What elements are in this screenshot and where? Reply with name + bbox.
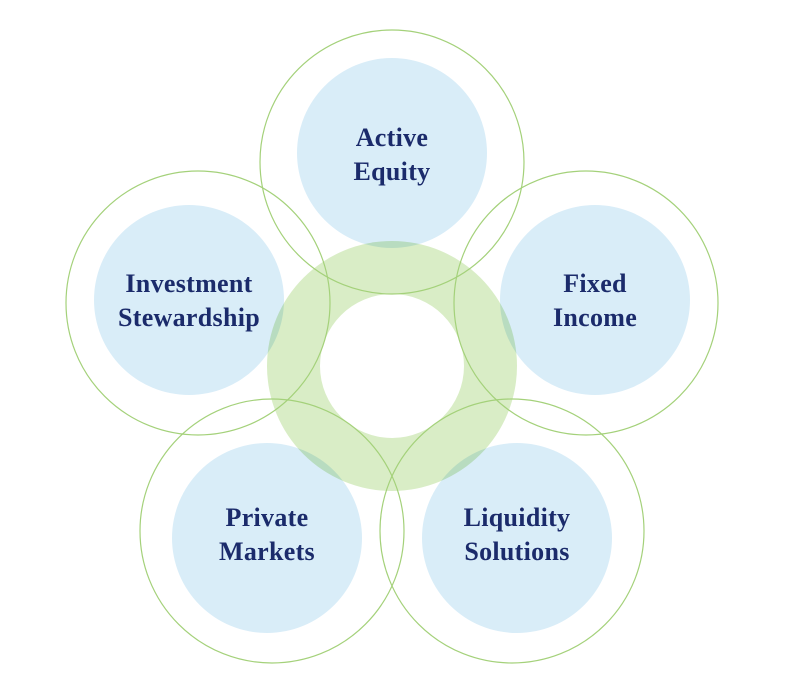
petal-circle-active-equity	[297, 58, 487, 248]
petal-outline-investment-stewardship	[65, 170, 331, 436]
petal-circle-liquidity-solutions	[422, 443, 612, 633]
petal-circle-private-markets	[172, 443, 362, 633]
petal-circle-investment-stewardship	[94, 205, 284, 395]
petal-outline-active-equity	[259, 29, 525, 295]
petal-outline-fixed-income	[453, 170, 719, 436]
petal-circle-fixed-income	[500, 205, 690, 395]
petal-outline-private-markets	[139, 398, 405, 664]
center-ring-hole	[320, 294, 464, 438]
petal-outline-liquidity-solutions	[379, 398, 645, 664]
